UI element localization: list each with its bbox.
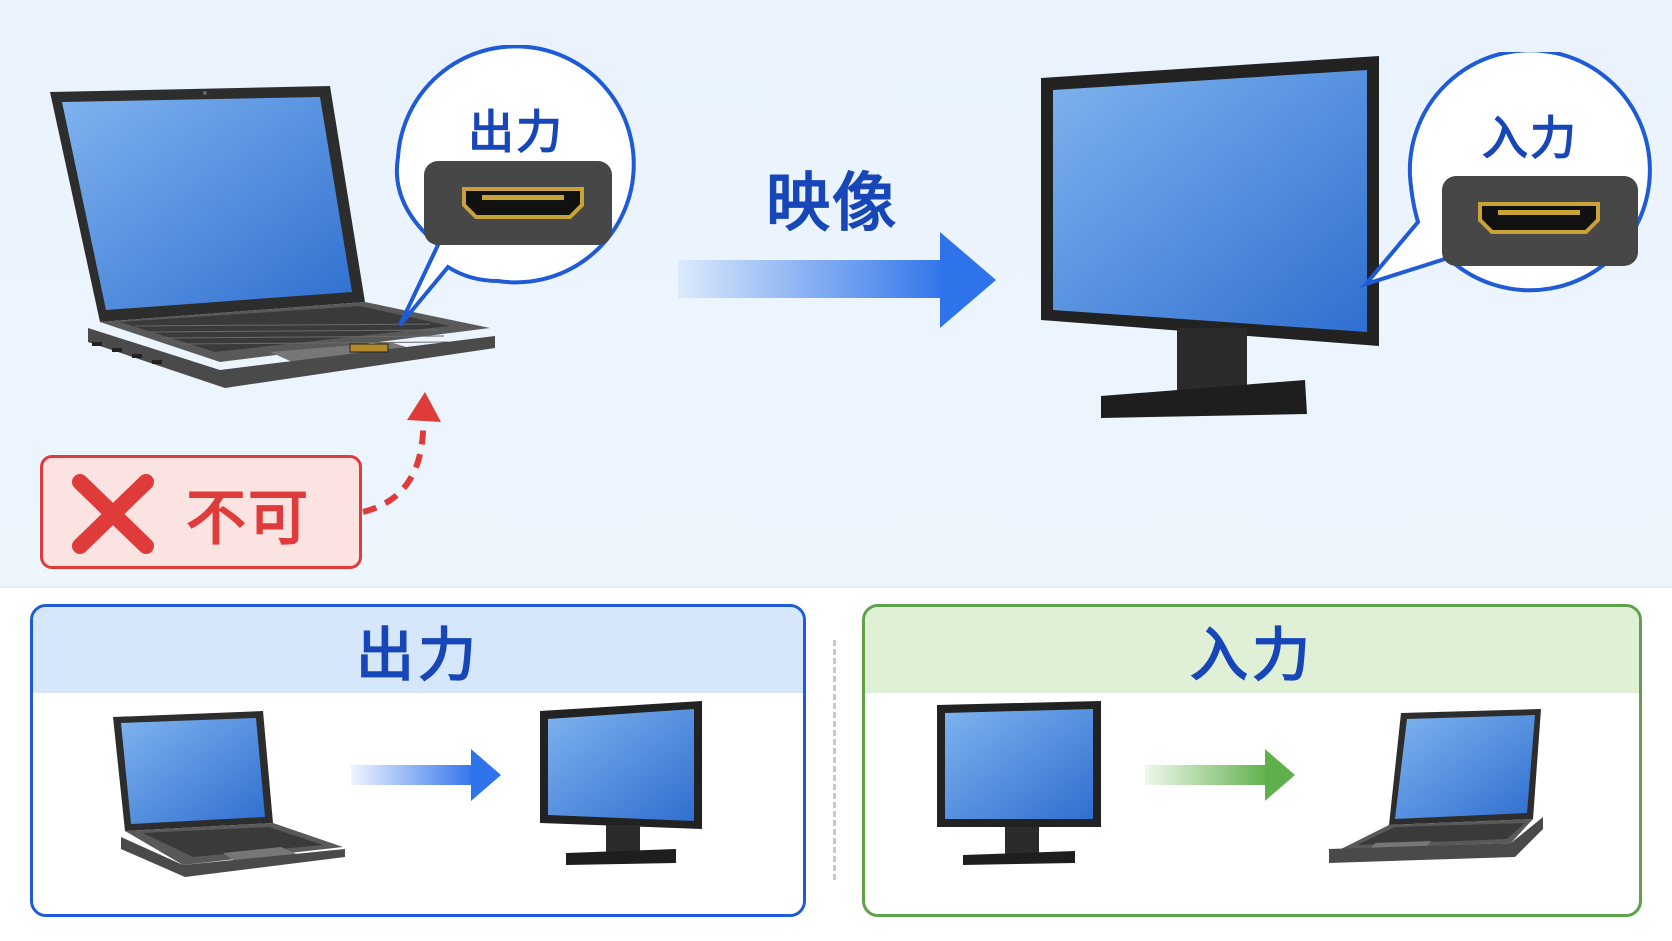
monitor-illustration	[1041, 56, 1379, 418]
video-label: 映像	[766, 167, 898, 241]
output-panel-title: 出力	[33, 607, 803, 693]
input-panel: 入力	[862, 604, 1642, 917]
monitor-bubble-label: 入力	[1482, 111, 1578, 165]
panel-laptop-illustration	[113, 711, 345, 877]
panel-monitor-illustration	[540, 701, 702, 865]
laptop-illustration	[50, 86, 495, 388]
laptop-bubble-label: 出力	[468, 105, 564, 159]
panel-laptop-illustration	[1329, 709, 1543, 863]
output-panel: 出力	[30, 604, 806, 917]
output-panel-arrow	[351, 749, 501, 801]
input-panel-arrow	[1145, 749, 1295, 801]
not-allowed-box	[40, 455, 362, 569]
cross-icon	[72, 474, 154, 554]
input-panel-title: 入力	[865, 607, 1639, 693]
not-allowed-label: 不可	[186, 484, 310, 554]
section-divider	[0, 586, 1672, 588]
video-arrow	[678, 232, 996, 328]
panel-separator	[833, 640, 836, 880]
dashed-arrow	[362, 392, 441, 515]
monitor-port-bubble	[1360, 52, 1652, 293]
panel-monitor-illustration	[937, 701, 1101, 865]
laptop-port-bubble	[394, 45, 636, 327]
